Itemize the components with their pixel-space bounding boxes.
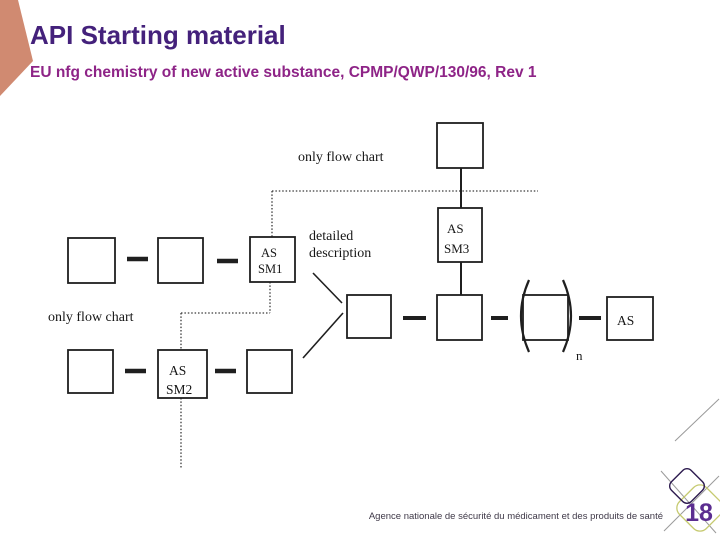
box-intermediate-a — [346, 294, 392, 339]
deco-diagonal-cross-1 — [660, 470, 717, 534]
deco-diagonal-cross-2 — [663, 475, 720, 532]
page-title: API Starting material — [30, 20, 286, 50]
as-sm1-label-line2: SM1 — [258, 262, 282, 276]
slide-subtitle: EU nfg chemistry of new active substance… — [30, 64, 537, 81]
diagonal-connectors — [302, 272, 344, 359]
diagonal-upper — [312, 272, 343, 304]
diagonal-lower — [302, 312, 344, 359]
box-sm1-precursor-2 — [157, 237, 204, 284]
box-as-sm1 — [249, 236, 296, 283]
paren-left — [519, 279, 531, 353]
paren-right — [561, 279, 573, 353]
box-intermediate-b — [436, 294, 483, 341]
box-as-final — [606, 296, 654, 341]
as-sm3-label-line2: SM3 — [444, 241, 469, 256]
as-sm1-label-line1: AS — [261, 246, 277, 260]
label-detailed-line2: description — [309, 246, 371, 261]
deco-purple-diamond — [668, 467, 706, 505]
page-number: 18 — [685, 499, 713, 527]
box-as-sm3 — [437, 207, 483, 263]
as-final-label: AS — [617, 313, 634, 328]
deco-diagonal-upper — [674, 398, 720, 442]
box-sm2-precursor-1 — [67, 349, 114, 394]
repeat-parentheses — [519, 279, 573, 353]
as-sm3-label-line1: AS — [447, 221, 464, 236]
label-n-subscript: n — [576, 348, 583, 363]
flow-boxes — [67, 122, 654, 399]
label-detailed-line1: detailed — [309, 229, 353, 244]
box-as-sm2 — [157, 349, 208, 399]
logo-decoration — [660, 398, 720, 534]
box-sm2-successor — [246, 349, 293, 394]
dash-connectors-left — [125, 256, 238, 374]
box-top-material — [436, 122, 484, 169]
footer-agency-name: Agence nationale de sécurité du médicame… — [368, 511, 663, 522]
as-sm2-label-line1: AS — [169, 363, 186, 378]
deco-olive-diamond — [676, 484, 720, 532]
box-sm1-precursor-1 — [67, 237, 116, 284]
corner-accent-shape — [0, 0, 33, 96]
corner-accent-triangle — [0, 0, 33, 96]
dotted-boundary-lines — [180, 190, 538, 468]
box-intermediate-repeated — [522, 294, 569, 341]
label-only-flow-chart-top: only flow chart — [298, 150, 384, 165]
label-only-flow-chart-bottom: only flow chart — [48, 310, 134, 325]
as-sm2-label-line2: SM2 — [166, 382, 192, 397]
